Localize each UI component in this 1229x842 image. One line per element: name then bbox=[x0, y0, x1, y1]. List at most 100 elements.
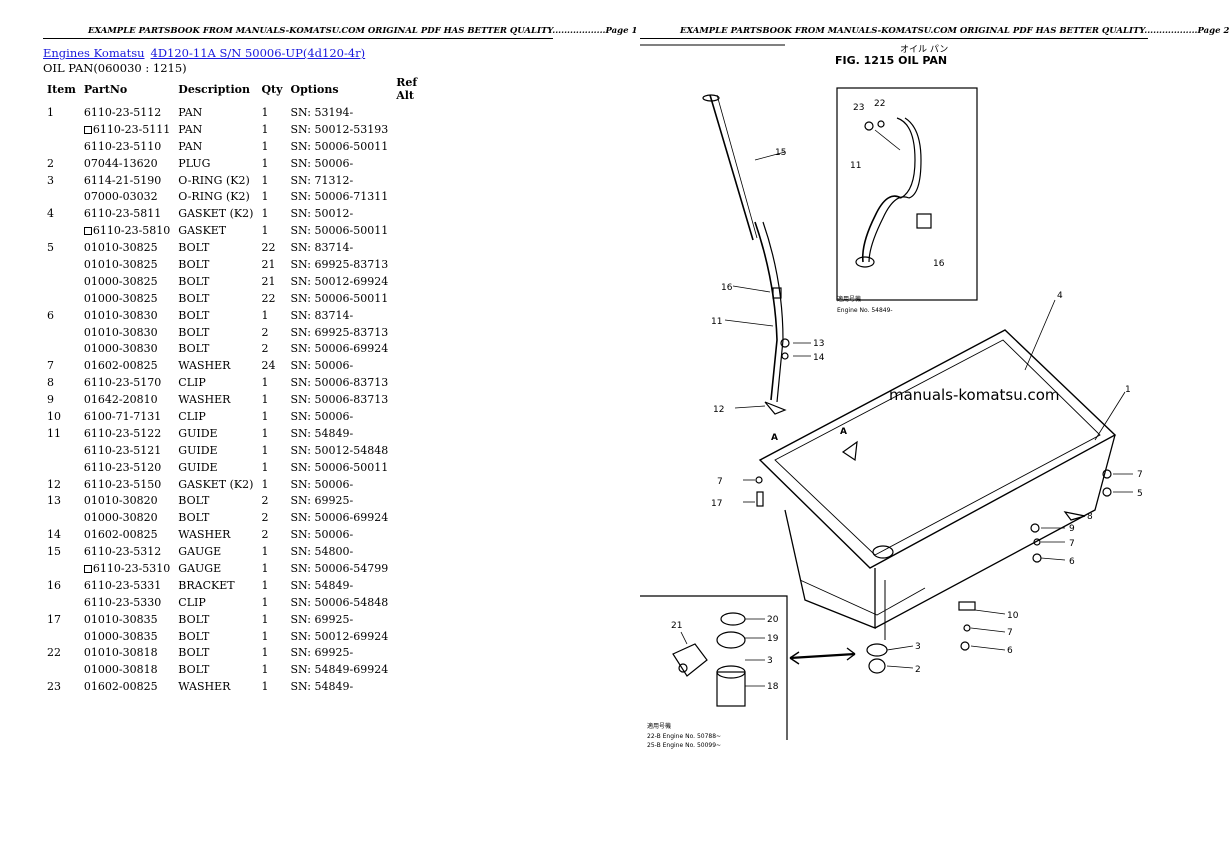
cell-options-text: SN: 83714- bbox=[290, 241, 354, 255]
cell-description-text: PLUG bbox=[178, 156, 211, 170]
callout-3b: 3 bbox=[767, 656, 773, 666]
callout-1: 1 bbox=[1125, 385, 1131, 395]
cell-options: SN: 50006- bbox=[287, 526, 393, 543]
cell-partno: 01010-30825 bbox=[80, 239, 174, 256]
callout-11a: 11 bbox=[850, 161, 861, 171]
cell-refalt bbox=[392, 188, 440, 205]
cell-options: SN: 50006-83713 bbox=[287, 391, 393, 408]
cell-description: GASKET (K2) bbox=[174, 476, 257, 493]
cell-refalt bbox=[392, 340, 440, 357]
view-letter-a2: A bbox=[840, 427, 847, 437]
callout-3: 3 bbox=[915, 642, 921, 652]
breadcrumb-link-model[interactable]: 4D120-11A S/N 50006-UP(4d120-4r) bbox=[150, 46, 366, 60]
cell-options: SN: 69925- bbox=[287, 645, 393, 662]
cell-qty: 24 bbox=[257, 357, 286, 374]
cell-options-text: SN: 50012-69924 bbox=[290, 629, 389, 643]
cell-partno-text: 6110-23-5312 bbox=[83, 545, 162, 559]
oil-pan-exploded-diagram: オイル パン FIG. 1215 OIL PAN 23 22 11 16 適用号… bbox=[640, 44, 1143, 749]
callout-7d: 7 bbox=[717, 477, 723, 487]
cell-item-text: 15 bbox=[47, 545, 61, 559]
cell-qty-text: 2 bbox=[261, 511, 269, 525]
cell-qty: 22 bbox=[257, 290, 286, 307]
cell-description: CLIP bbox=[174, 594, 257, 611]
breadcrumb-link-engines[interactable]: Engines Komatsu bbox=[43, 46, 145, 60]
cell-description-text: BOLT bbox=[178, 291, 210, 305]
cell-partno-text: 6110-23-5120 bbox=[83, 460, 162, 474]
cell-item-text: 1 bbox=[47, 105, 54, 119]
cell-description-text: GASKET bbox=[178, 224, 227, 238]
view-letter-a: A bbox=[771, 433, 778, 443]
cell-description-text: BOLT bbox=[178, 612, 210, 626]
cell-options: SN: 50006- bbox=[287, 155, 393, 172]
cell-options-text: SN: 54849-69924 bbox=[290, 663, 389, 677]
cell-partno-text: 01000-30825 bbox=[83, 274, 158, 288]
cell-qty-text: 1 bbox=[261, 680, 269, 694]
cell-qty: 1 bbox=[257, 205, 286, 222]
col-header-partno: PartNo bbox=[83, 82, 128, 96]
cell-partno-text: 6110-23-5810 bbox=[92, 224, 171, 238]
cell-item-text: 3 bbox=[47, 173, 54, 187]
cell-partno: 01010-30830 bbox=[80, 324, 174, 341]
cell-qty: 1 bbox=[257, 138, 286, 155]
cell-item-text: 17 bbox=[47, 612, 61, 626]
cell-options: SN: 54849-69924 bbox=[287, 661, 393, 678]
cell-options: SN: 83714- bbox=[287, 239, 393, 256]
cell-refalt bbox=[392, 645, 440, 662]
callout-16a: 16 bbox=[933, 259, 945, 269]
cell-description-text: BOLT bbox=[178, 308, 210, 322]
cell-options: SN: 50012-69924 bbox=[287, 273, 393, 290]
cell-qty-text: 1 bbox=[261, 122, 269, 136]
inset-bottom-jp: 適用号機 bbox=[647, 722, 671, 730]
cell-options: SN: 69925-83713 bbox=[287, 324, 393, 341]
cell-partno: 6110-23-5122 bbox=[80, 425, 174, 442]
cell-options-text: SN: 50006- bbox=[290, 528, 354, 542]
col-header-qty: Qty bbox=[261, 82, 283, 96]
cell-partno-text: 07000-03032 bbox=[83, 190, 158, 204]
cell-refalt bbox=[392, 104, 440, 121]
col-header-options: Options bbox=[290, 82, 339, 96]
cell-qty-text: 24 bbox=[261, 359, 276, 373]
callout-8: 8 bbox=[1087, 512, 1093, 522]
cell-options: SN: 54849- bbox=[287, 678, 393, 695]
cell-partno-text: 6110-23-5150 bbox=[83, 477, 162, 491]
cell-item: 9 bbox=[43, 391, 80, 408]
cell-partno-text: 01010-30830 bbox=[83, 308, 158, 322]
cell-partno: 01010-30818 bbox=[80, 645, 174, 662]
cell-options-text: SN: 50006-69924 bbox=[290, 511, 389, 525]
cell-qty: 1 bbox=[257, 121, 286, 138]
cell-partno-text: 01010-30825 bbox=[83, 257, 158, 271]
cell-options-text: SN: 54800- bbox=[290, 545, 354, 559]
cell-refalt bbox=[392, 492, 440, 509]
cell-description: BOLT bbox=[174, 661, 257, 678]
cell-options: SN: 54849- bbox=[287, 425, 393, 442]
cell-description-text: WASHER bbox=[178, 680, 231, 694]
cell-partno-text: 01000-30820 bbox=[83, 511, 158, 525]
cell-options: SN: 54800- bbox=[287, 543, 393, 560]
cell-qty: 1 bbox=[257, 155, 286, 172]
cell-item: 10 bbox=[43, 408, 80, 425]
cell-item: 14 bbox=[43, 526, 80, 543]
cell-options-text: SN: 50006-83713 bbox=[290, 376, 389, 390]
cell-partno: 6110-23-5330 bbox=[80, 594, 174, 611]
cell-partno: 01000-30818 bbox=[80, 661, 174, 678]
callout-15: 15 bbox=[775, 148, 786, 158]
cell-item bbox=[43, 188, 80, 205]
cell-qty: 1 bbox=[257, 611, 286, 628]
cell-refalt bbox=[392, 509, 440, 526]
cell-qty: 2 bbox=[257, 526, 286, 543]
cell-refalt bbox=[392, 577, 440, 594]
cell-partno: 6110-23-5310 bbox=[80, 560, 174, 577]
checkbox-square-icon bbox=[83, 227, 92, 236]
cell-options-text: SN: 54849- bbox=[290, 680, 354, 694]
